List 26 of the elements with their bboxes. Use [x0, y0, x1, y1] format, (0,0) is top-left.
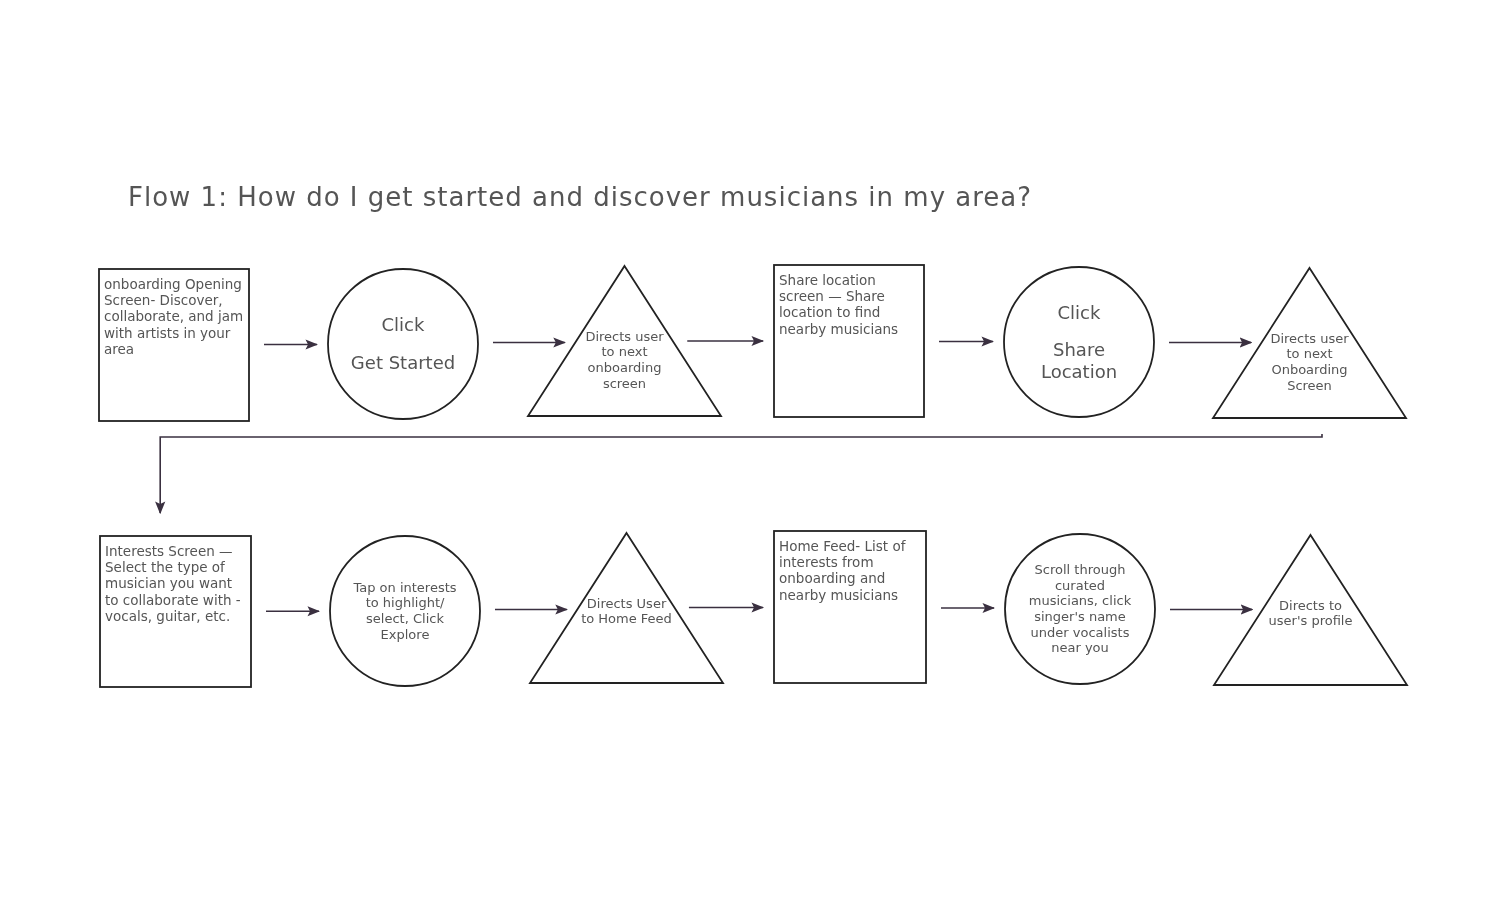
- step-text: Home Feed- List of interests from onboarding and nearby musicians: [779, 538, 907, 603]
- arrow: [1168, 337, 1253, 348]
- diagram-title: Flow 1: How do I get started and discover musicians in my area?: [128, 182, 1033, 212]
- result-text: Directs User to Home Feed: [580, 595, 673, 627]
- arrow: [265, 606, 321, 617]
- arrow: [492, 337, 567, 348]
- result-text: Directs user to next onboarding screen: [584, 328, 665, 392]
- arrow: [155, 433, 1323, 515]
- arrow: [263, 339, 319, 350]
- action-text: Get Started: [350, 352, 456, 374]
- action-text: Click: [381, 314, 425, 336]
- step-text: onboarding Opening Screen- Discover, collaborate, and jam with artists in your area: [104, 276, 244, 357]
- action-text: Tap on interests to highlight/ select, Click Explore: [352, 579, 458, 643]
- arrow: [938, 336, 995, 347]
- arrow: [494, 604, 569, 615]
- action-text: Share Location: [1039, 339, 1119, 383]
- result-text: Directs to user's profile: [1267, 597, 1354, 629]
- result-text: Directs user to next Onboarding Screen: [1269, 330, 1350, 394]
- step-text: Share location screen — Share location to find nearby musicians: [779, 272, 900, 337]
- arrow: [686, 335, 765, 347]
- arrow: [1169, 604, 1254, 615]
- step-text: Interests Screen — Select the type of musician you want to collaborate with - vocals, guitar, etc.: [105, 543, 242, 624]
- action-text: Scroll through curated musicians, click singer's name under vocalists near you: [1027, 562, 1133, 656]
- arrow: [688, 602, 765, 613]
- arrow: [940, 602, 996, 614]
- action-text: Click: [1057, 301, 1101, 324]
